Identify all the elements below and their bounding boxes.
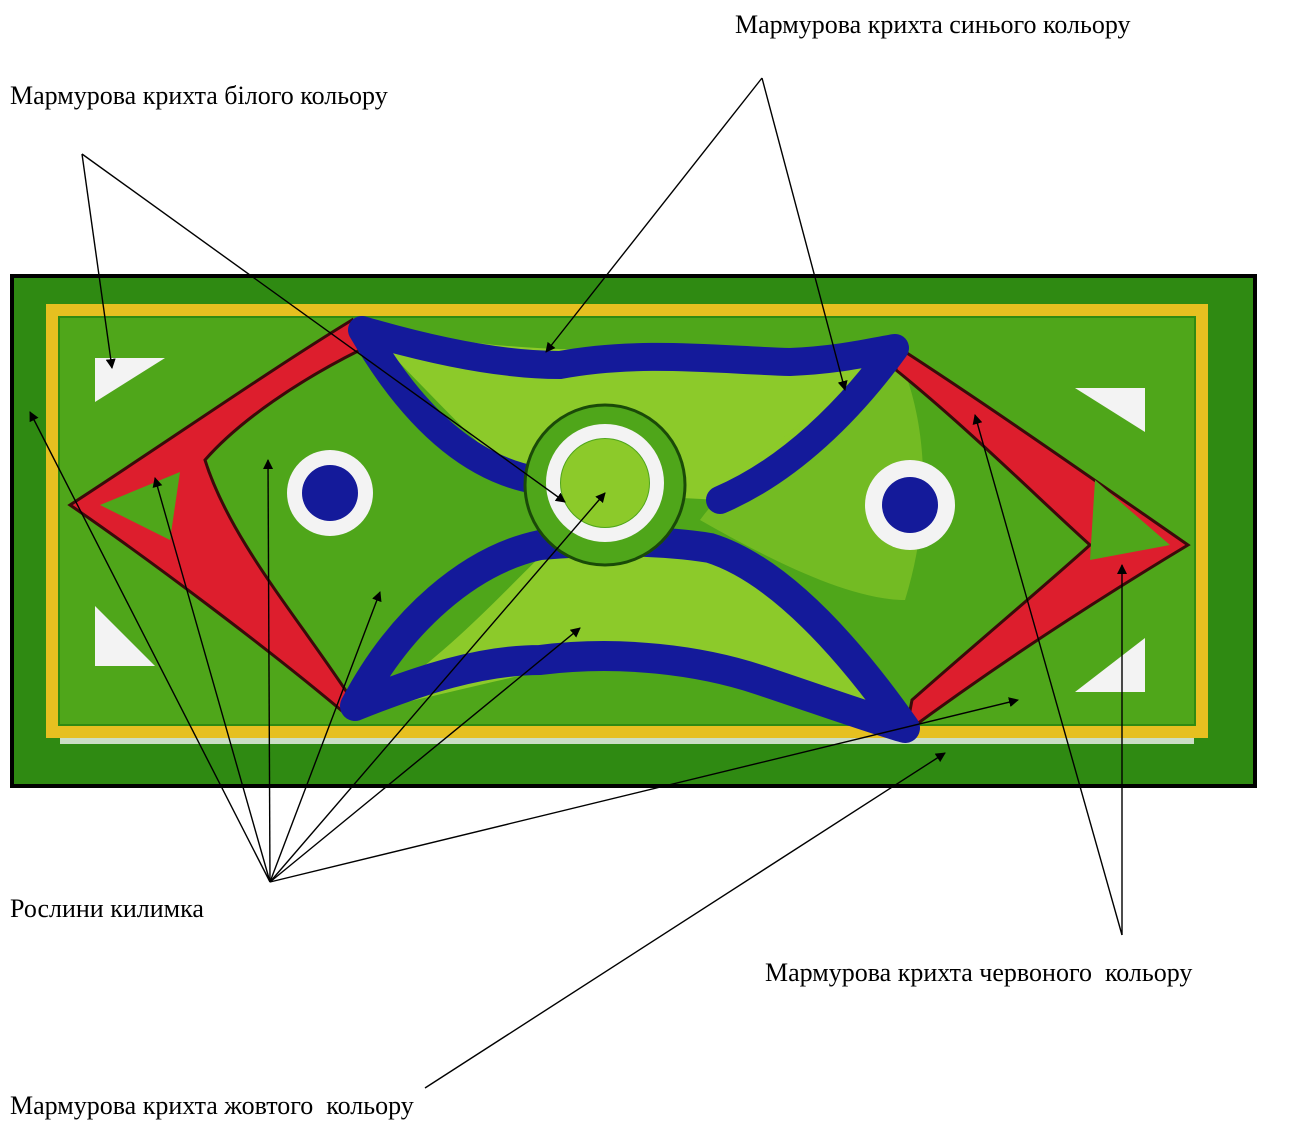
mosaic-panel	[12, 276, 1255, 786]
left-eye-blue	[302, 465, 358, 521]
center-core	[561, 439, 649, 527]
arrow-yellow-1	[425, 753, 945, 1088]
right-eye-blue	[882, 477, 938, 533]
